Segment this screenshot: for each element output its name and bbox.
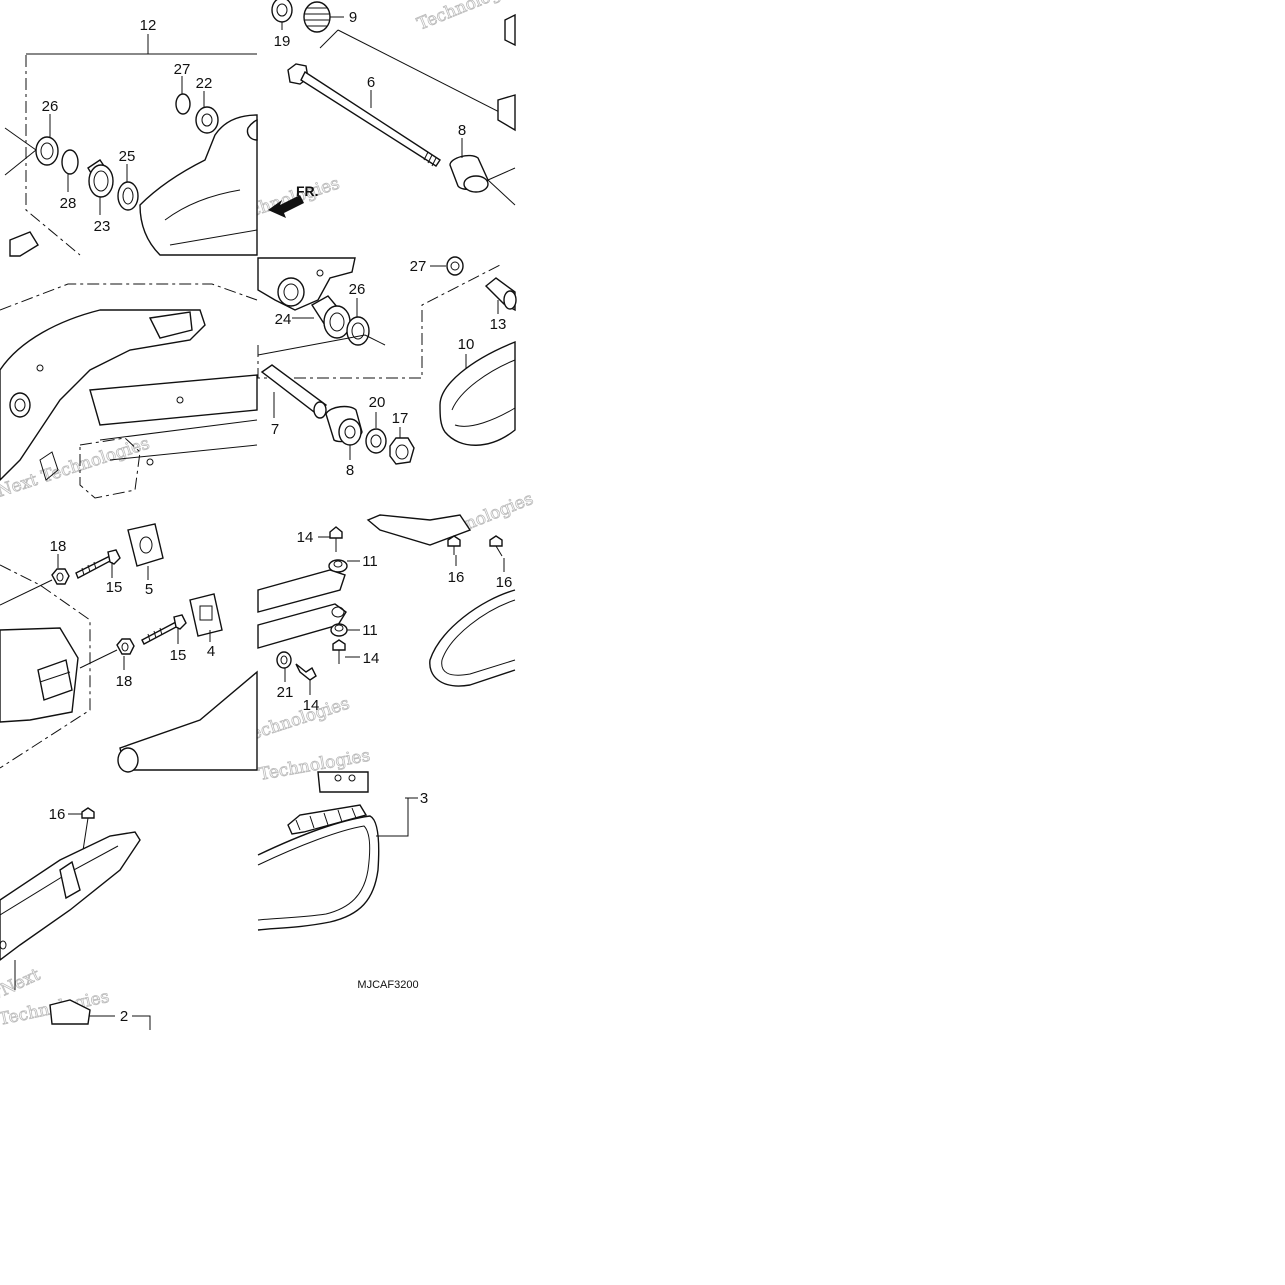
- arrow-left-icon: [268, 195, 304, 218]
- tile-swingarm-body: [0, 283, 258, 499]
- callout-8: 8: [458, 122, 466, 139]
- drawing-code: MJCAF3200: [357, 979, 418, 991]
- callout-2: 2: [120, 1008, 128, 1025]
- collar-part: [271, 0, 293, 23]
- washer-part: [365, 428, 387, 454]
- tile-chain-case-bolts: 14 11 16 16 11 14 21 14: [257, 514, 516, 714]
- master-link-part: [317, 771, 369, 793]
- callout-3: 3: [420, 790, 428, 807]
- flange-bolt-part: [447, 535, 461, 547]
- flange-bolt-part: [295, 663, 317, 681]
- callout-14: 14: [363, 650, 380, 667]
- callout-26: 26: [42, 98, 59, 115]
- oil-seal-part: [35, 136, 59, 166]
- pivot-shaft-part: [260, 364, 328, 416]
- callout-13: 13: [490, 316, 507, 333]
- callout-16: 16: [496, 574, 513, 591]
- callout-11: 11: [362, 622, 378, 639]
- callout-4: 4: [207, 643, 215, 660]
- chain-slider-part: [439, 340, 516, 446]
- adjusting-bolt-part: [75, 555, 113, 579]
- front-indicator: FR.: [268, 183, 319, 218]
- callout-19: 19: [274, 33, 291, 50]
- callout-27: 27: [410, 258, 427, 275]
- callout-15: 15: [170, 647, 187, 664]
- callout-16: 16: [49, 806, 66, 823]
- oil-seal-part: [346, 316, 370, 346]
- callout-18: 18: [116, 673, 133, 690]
- callout-10: 10: [458, 336, 475, 353]
- callout-8: 8: [346, 462, 354, 479]
- flange-bolt-part: [81, 807, 95, 819]
- callout-5: 5: [145, 581, 153, 598]
- callout-14: 14: [297, 529, 314, 546]
- swingarm-part: [0, 309, 206, 481]
- callout-26: 26: [349, 281, 366, 298]
- tile-pivot-bearings: FR. 12 27 22 26 25 28 23: [4, 17, 319, 257]
- callout-11: 11: [362, 553, 378, 570]
- callout-17: 17: [392, 410, 409, 427]
- callout-22: 22: [196, 75, 213, 92]
- front-indicator-label: FR.: [296, 183, 319, 199]
- dust-seal-part: [446, 256, 464, 276]
- callout-16: 16: [448, 569, 465, 586]
- ball-bearing-part: [117, 181, 139, 211]
- lock-nut-part: [389, 437, 415, 465]
- circlip-part: [61, 149, 79, 175]
- watermark-text: vNext: [0, 965, 43, 1005]
- callout-14: 14: [303, 697, 320, 714]
- callout-9: 9: [349, 9, 357, 26]
- collar-part: [195, 106, 219, 134]
- callout-6: 6: [367, 74, 375, 91]
- tile-chain-adjusters: 18 15 5 15 4 18: [0, 523, 258, 773]
- flange-bolt-part: [332, 639, 346, 651]
- callout-25: 25: [119, 148, 136, 165]
- tile-pivot-detail: 27 26 24 13 10 7 20 17 8: [257, 256, 517, 479]
- callout-18: 18: [50, 538, 67, 555]
- callout-7: 7: [271, 421, 279, 438]
- drive-chain-part: [287, 804, 368, 835]
- nut-part: [51, 568, 70, 585]
- swingarm-pivot-part: [257, 257, 356, 311]
- adjusting-bolt-part: [303, 1, 331, 33]
- callout-23: 23: [94, 218, 111, 235]
- dust-seal-part: [175, 93, 191, 115]
- chain-guide-part: [257, 569, 346, 613]
- tile-chain-case: 16 2: [0, 806, 151, 1030]
- drive-chain-part: [429, 589, 516, 687]
- chain-adjuster-part: [127, 523, 164, 567]
- rubber-collar-part: [330, 623, 348, 637]
- callout-27: 27: [174, 61, 191, 78]
- callout-20: 20: [369, 394, 386, 411]
- callout-12: 12: [140, 17, 157, 34]
- callout-28: 28: [60, 195, 77, 212]
- callout-24: 24: [275, 311, 292, 328]
- tile-pivot-shaft: 19 9 6 8: [271, 0, 516, 206]
- adjusting-bolt-part: [141, 621, 179, 645]
- chain-adjuster-part: [189, 593, 223, 637]
- callout-21: 21: [277, 684, 294, 701]
- flange-bolt-part: [329, 526, 343, 539]
- swingarm-pivot-part: [139, 114, 258, 256]
- callout-15: 15: [106, 579, 123, 596]
- collar-part: [276, 651, 292, 669]
- flange-bolt-part: [489, 535, 503, 547]
- tile-drive-chain: 3 MJCAF3200: [257, 771, 428, 991]
- nut-part: [116, 638, 135, 655]
